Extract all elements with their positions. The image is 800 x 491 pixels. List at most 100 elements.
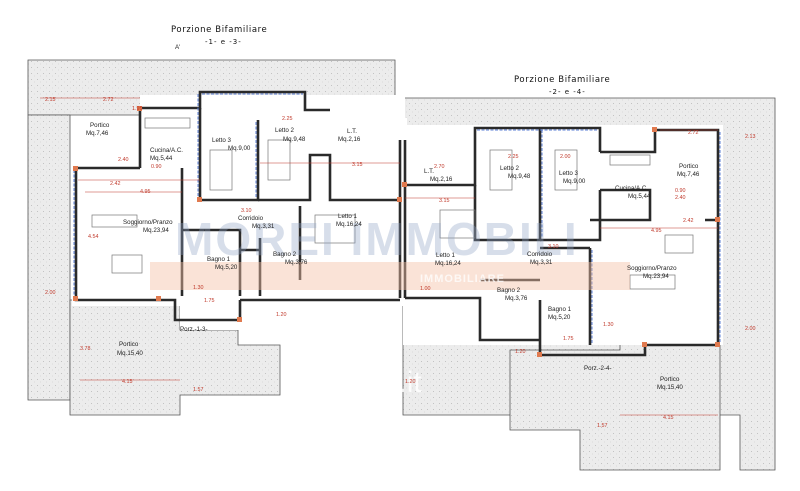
dimension-label: 2.25: [508, 154, 519, 160]
column: [197, 197, 202, 202]
watermark-brand: MOREI IMMOBILI: [175, 213, 579, 265]
room-label: Bagno 2: [273, 251, 297, 258]
room-label: Portico: [90, 122, 110, 129]
room-area: Mq.3,31: [252, 223, 275, 230]
dimension-label: 1.20: [405, 379, 416, 385]
column: [397, 197, 402, 202]
sofa-right: [629, 274, 676, 290]
dimension-label: 1.57: [193, 387, 204, 393]
dimension-label: 2.13: [745, 134, 756, 140]
room-area: Mq.5,44: [150, 155, 173, 162]
dimension-label: 4.15: [663, 415, 674, 421]
dimension-label: 3.15: [439, 198, 450, 204]
kitchen-counter-left: [144, 117, 191, 129]
room-label: Bagno 1: [207, 256, 231, 263]
dimension-label: 3.15: [352, 162, 363, 168]
dimension-label: 1.57: [597, 423, 608, 429]
furniture: [91, 117, 694, 290]
room-label: L.T.: [347, 128, 357, 135]
dimension-label: 1.75: [204, 298, 215, 304]
column: [73, 296, 78, 301]
room-area: Mq.3,76: [505, 295, 528, 302]
bed-left-3: [209, 149, 233, 191]
room-area: Mq.16,24: [435, 260, 461, 267]
dimension-label: 2.70: [434, 164, 445, 170]
room-label: L.T.: [424, 168, 434, 175]
table-left: [111, 254, 143, 274]
left-unit-title: Porzione Bifamiliare: [171, 25, 267, 35]
column: [156, 296, 161, 301]
dimension-label: 2.72: [103, 97, 114, 103]
dimension-label: 2.25: [282, 116, 293, 122]
room-label: Letto 1: [436, 252, 455, 259]
dimension-label: 4.95: [651, 228, 662, 234]
room-area: Mq.7,46: [86, 130, 109, 137]
table-right: [664, 234, 694, 254]
room-area: Mq.15,40: [657, 384, 683, 391]
room-label: Bagno 2: [497, 287, 521, 294]
dimension-label: 4.15: [122, 379, 133, 385]
left-terrace-side: [27, 114, 71, 401]
dimension-label: 2.42: [683, 218, 694, 224]
dimension-label: 3.78: [80, 346, 91, 352]
dimension-label: 1.30: [193, 285, 204, 291]
dimension-label: 4.54: [88, 234, 99, 240]
bed-right-3: [554, 149, 578, 191]
columns: [73, 106, 720, 357]
left-insulation: [73, 93, 303, 300]
section-mark: A': [175, 44, 180, 51]
porzione-label: Porz.-1-3-: [180, 326, 208, 333]
room-area: Mq.9,48: [283, 136, 306, 143]
porzione-label: Porz.-2-4-: [584, 365, 612, 372]
room-label: Letto 2: [275, 127, 294, 134]
watermark-casa: casa.it: [335, 366, 422, 399]
column: [652, 127, 657, 132]
dimension-label: 1.20: [515, 349, 526, 355]
bed-left-1: [314, 214, 356, 244]
room-label: Letto 3: [559, 170, 578, 177]
room-label: Soggiorno/Pranzo: [627, 265, 677, 272]
column: [537, 352, 542, 357]
room-area: Mq.9,48: [508, 173, 531, 180]
dimension-label: 0.90: [675, 188, 686, 194]
room-area: Mq.5,20: [215, 264, 238, 271]
column: [402, 182, 407, 187]
room-area: Mq.2,16: [430, 176, 453, 183]
dimension-label: 1.75: [563, 336, 574, 342]
dimension-label: 2.00: [560, 154, 571, 160]
room-area: Mq.23,94: [643, 273, 669, 280]
dimension-label: 1.20: [276, 312, 287, 318]
bed-right-1: [439, 209, 476, 239]
bed-right-2: [489, 149, 513, 191]
room-label: Portico: [119, 341, 139, 348]
right-insulation: [477, 129, 721, 343]
dimension-label: 3.10: [241, 208, 252, 214]
dimension-label: 2.40: [675, 195, 686, 201]
column: [715, 217, 720, 222]
room-area: Mq.16,24: [336, 221, 362, 228]
room-area: Mq.7,46: [677, 171, 700, 178]
room-area: Mq.2,16: [338, 136, 361, 143]
left-unit-subtitle: -1- e -3-: [205, 38, 242, 46]
dimension-lines: [40, 97, 718, 416]
dimension-texts: 2.15 2.72 1.95 2.42 4.95 4.54 2.00 1.30 …: [45, 97, 756, 429]
dimension-label: 1.30: [603, 322, 614, 328]
dimension-label: 1.95: [132, 106, 143, 112]
room-label: Portico: [679, 163, 699, 170]
room-label: Portico: [660, 376, 680, 383]
column: [642, 342, 647, 347]
left-walls: [74, 90, 402, 322]
watermark-band: [150, 262, 630, 290]
sofa-left: [91, 214, 138, 228]
column: [73, 166, 78, 171]
dimension-label: 2.72: [688, 130, 699, 136]
room-label: Soggiorno/Pranzo: [123, 219, 173, 226]
right-room-labels: Letto 2 Mq.9,48 Letto 3 Mq.9,00 L.T. Mq.…: [424, 163, 700, 391]
dimension-label: 4.95: [140, 189, 151, 195]
right-unit-subtitle: -2- e -4-: [549, 88, 586, 96]
room-area: Mq.3,76: [285, 259, 308, 266]
column: [137, 106, 142, 111]
room-area: Mq.15,40: [117, 350, 143, 357]
room-area: Mq.5,44: [628, 193, 651, 200]
